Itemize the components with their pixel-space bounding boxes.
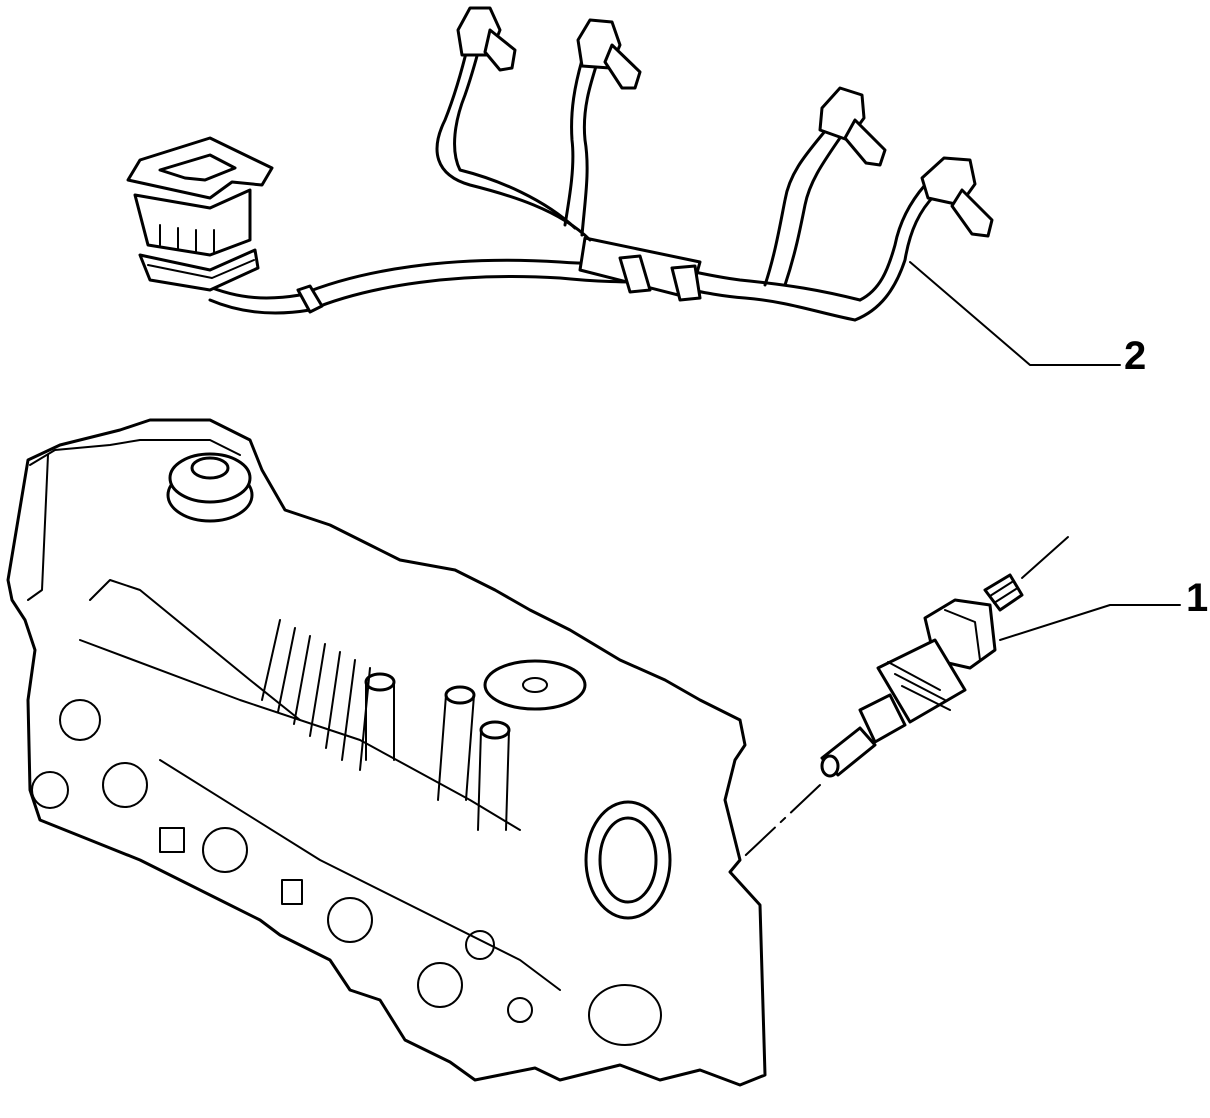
plug-boot-3 (818, 86, 887, 167)
harness-branch-2 (580, 58, 600, 237)
harness-branch-3 (763, 123, 832, 287)
harness-branch-3-b (783, 133, 844, 287)
cam-cover-outline (6, 418, 767, 1087)
harness-branch-1 (435, 43, 592, 242)
glow-plug-axis-line (1021, 536, 1069, 579)
leader-line-2 (909, 261, 1121, 366)
plug-boot-2 (576, 18, 642, 90)
harness-sleeve (670, 264, 702, 302)
cam-cover-boss (483, 659, 587, 711)
glow-plug (820, 573, 1024, 778)
harness-sleeve (618, 254, 652, 294)
callout-label-wiring-harness: 2 (1124, 334, 1147, 378)
cylinder-head (6, 418, 767, 1087)
glow-plug-install-line (729, 784, 821, 871)
oil-filler-cap (166, 452, 254, 523)
glow-plug-wiring-harness (126, 6, 994, 322)
leader-line-1 (999, 604, 1181, 641)
harness-branch-4-b (858, 183, 927, 302)
callout-label-glow-plug: 1 (1186, 576, 1209, 620)
cylinder-head-gasket-line (159, 759, 561, 991)
harness-branch-4 (853, 193, 937, 322)
harness-connector (126, 136, 274, 292)
plug-boot-1 (456, 6, 517, 72)
harness-sleeve (296, 284, 324, 314)
cylinder-head-ports (31, 699, 662, 1046)
camshaft-port (584, 800, 672, 920)
harness-branch-2-b (563, 58, 584, 227)
cam-cover-fins (261, 619, 371, 771)
glow-plug-shank (858, 693, 907, 744)
plug-boot-4 (920, 156, 994, 238)
harness-main-cable-lower (208, 275, 857, 322)
injector-tower (364, 672, 511, 831)
harness-branch-1-b (453, 43, 577, 230)
